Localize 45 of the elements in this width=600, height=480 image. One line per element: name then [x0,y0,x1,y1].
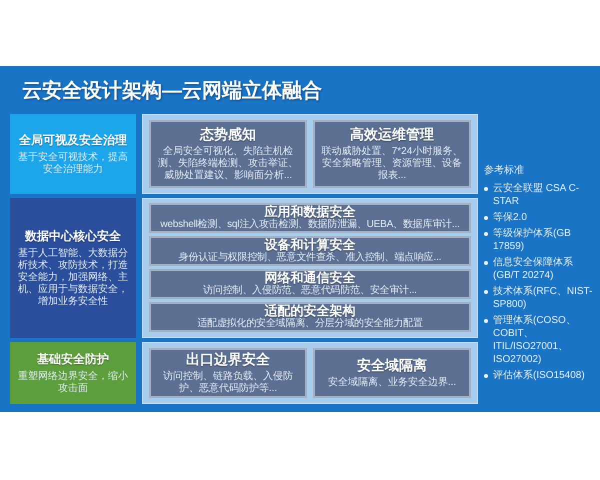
box-title: 数据中心核心安全 [25,228,121,244]
capability-row [149,302,471,332]
box-description: 全局安全可视化、失陷主机检测、失陷终端检测、攻击举证、威胁处置建议、影响面分析... [157,146,299,182]
box-description: 安全域隔离、业务安全边界... [328,377,456,389]
section-band [142,342,478,404]
capability-tile [149,120,307,188]
box-description: 身份认证与权限控制、恶意文件查杀、准入控制、端点响应... [178,252,442,264]
reference-item: 评估体系(ISO15408) [493,369,585,382]
box-title: 网络和通信安全 [264,271,356,285]
reference-item: 云安全联盟 CSA C-STAR [493,182,580,208]
box-description: 访问控制、链路负载、入侵防护、恶意代码防护等... [162,371,294,395]
reference-item: 技术体系(RFC、NIST-SP800) [493,285,594,311]
box-title: 全局可视及安全治理 [19,132,127,148]
layer-panel [10,342,136,404]
capability-row [149,203,471,233]
capability-tile [313,120,471,188]
box-title: 适配的安全架构 [264,304,356,318]
capability-row [149,269,471,299]
diagram-title: 云安全设计架构—云网端立体融合 [22,78,322,104]
capability-tile [313,348,471,398]
box-title: 基础安全防护 [37,352,109,366]
box-description: 基于安全可视技术，提高安全治理能力 [17,152,129,176]
box-description: webshell检测、sql注入攻击检测、数据防泄漏、UEBA、数据库审计... [160,219,460,231]
box-title: 安全域隔离 [357,357,427,374]
reference-item: 信息安全保障体系(GB/T 20274) [493,256,574,282]
box-title: 态势感知 [200,126,256,143]
reference-heading: 参考标准 [484,164,525,177]
box-description: 基于人工智能、大数据分析技术、攻防技术，打造安全能力，加强网络、主机、应用于与数据安全，增加业务安全性 [17,248,129,308]
section-band [142,198,478,338]
box-description: 适配虚拟化的安全域隔离、分层分域的安全能力配置 [197,318,423,330]
reference-item: 管理体系(COSO、COBIT、ITIL/ISO27001、ISO27002) [493,314,577,366]
reference-item: 等级保护体系(GB 17859) [493,227,572,253]
capability-row [149,236,471,266]
layer-panel [10,198,136,338]
box-description: 访问控制、入侵防范、恶意代码防范、安全审计... [203,285,417,297]
box-description: 重塑网络边界安全，缩小攻击面 [17,370,129,394]
capability-tile [149,348,307,398]
layer-panel [10,114,136,194]
box-title: 高效运维管理 [350,126,434,143]
reference-item: 等保2.0 [493,211,527,224]
box-description: 联动威胁处置、7*24小时服务、安全策略管理、资源管理、设备报表... [320,146,464,182]
box-title: 出口边界安全 [186,351,270,368]
box-title: 设备和计算安全 [264,238,356,252]
box-title: 应用和数据安全 [264,205,356,219]
section-band [142,114,478,194]
